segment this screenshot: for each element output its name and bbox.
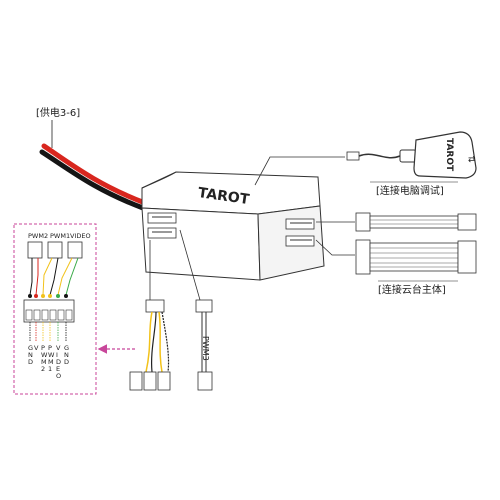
pin-label-v: V: [34, 344, 39, 352]
inset-header-video: VIDEO: [70, 232, 91, 240]
usb-cable: TAROT ⇄: [346, 131, 477, 179]
usb-adapter: [413, 131, 477, 179]
inset-header-pwm1: PWM1: [50, 232, 70, 240]
power-cable: [39, 143, 148, 211]
controller-box: TAROT: [141, 171, 325, 281]
inset-header-pwm2: PWM2: [28, 232, 48, 240]
leader-lines: [149, 156, 355, 301]
lower-cable-bundle: [129, 299, 171, 391]
pwm3-label: PWM3: [201, 336, 210, 361]
pc-label: [连接电脑调试]: [376, 184, 444, 197]
usb-brand-logo: TAROT: [444, 138, 454, 172]
usb-icon: ⇄: [468, 155, 476, 165]
gimbal-cables: [355, 212, 477, 275]
pwm3-cable: [195, 299, 213, 391]
box-brand-logo: TAROT: [197, 185, 251, 208]
gimbal-label: [连接云台主体]: [378, 283, 446, 296]
power-label: [供电3-6]: [36, 106, 80, 119]
